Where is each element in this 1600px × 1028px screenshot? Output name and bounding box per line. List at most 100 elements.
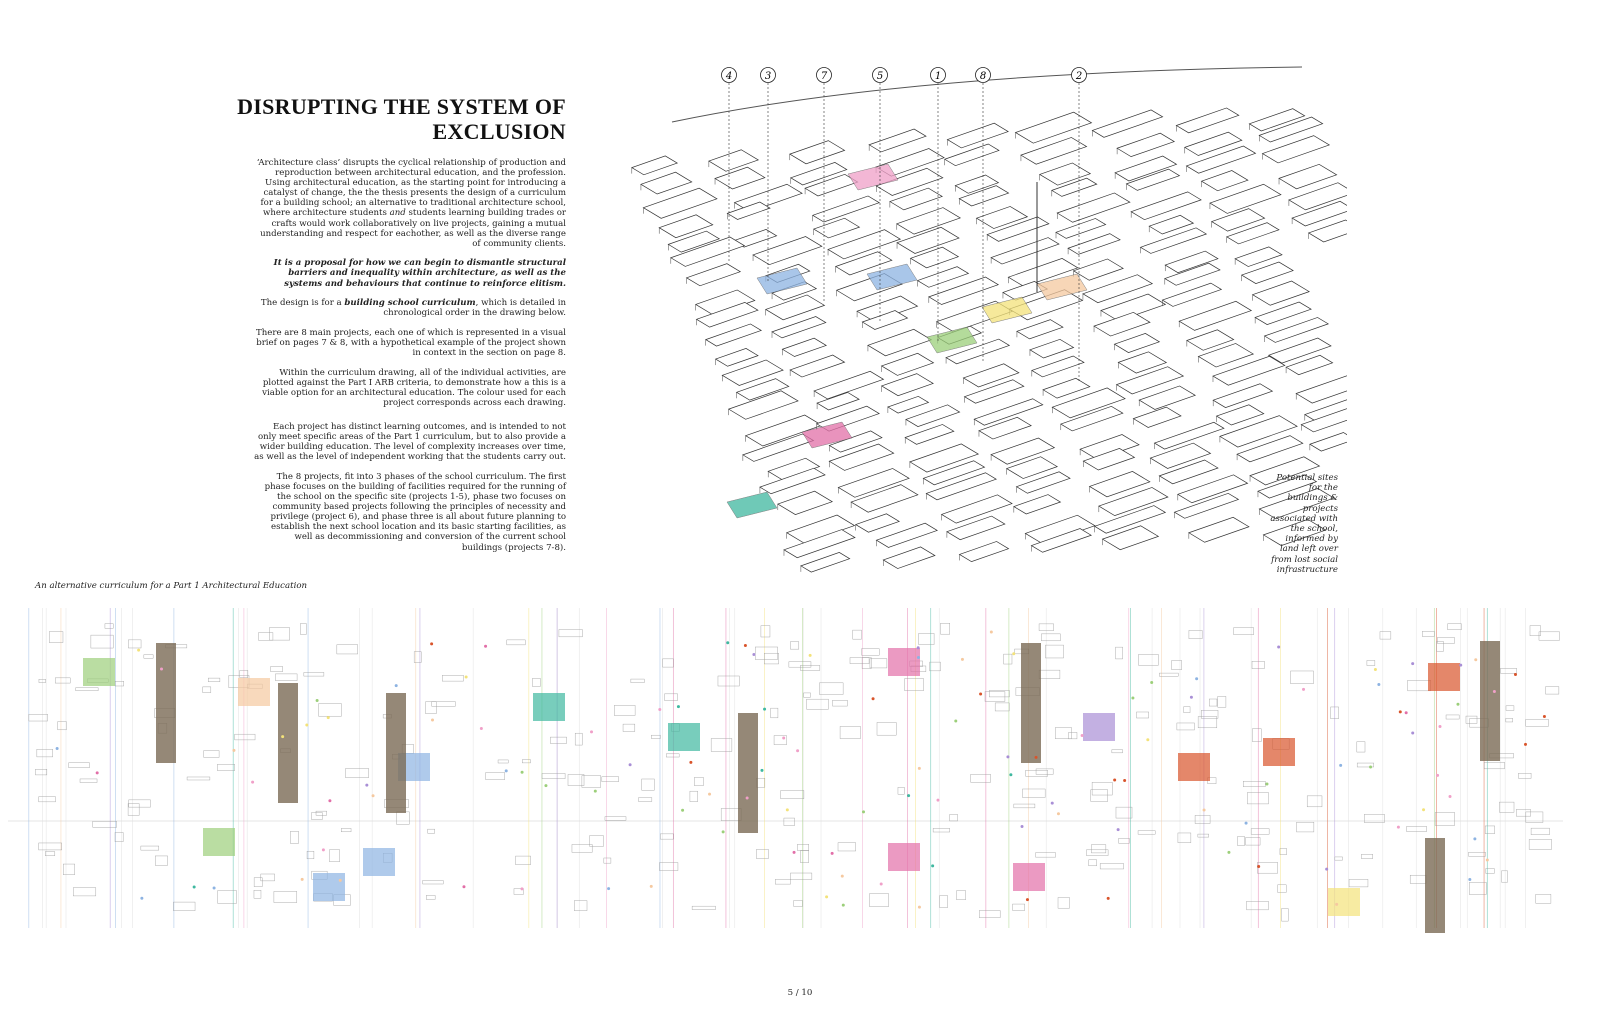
activity-note — [311, 812, 323, 820]
activity-note — [659, 862, 679, 871]
activity-note — [260, 873, 275, 882]
activity-dot — [1325, 867, 1329, 871]
activity-note — [1445, 714, 1460, 720]
building-sketch — [940, 494, 1013, 524]
activity-dot — [232, 748, 236, 752]
building-sketch — [828, 443, 895, 471]
activity-note — [603, 857, 612, 864]
building-sketch — [1186, 329, 1235, 351]
activity-dot — [1123, 779, 1127, 783]
activity-note — [793, 900, 803, 907]
activity-note — [143, 654, 154, 659]
building-sketch — [658, 214, 714, 239]
activity-note — [837, 842, 856, 852]
building-sketch — [978, 416, 1032, 440]
building-sketch — [868, 128, 927, 153]
activity-dot — [590, 730, 594, 734]
activity-note — [1436, 641, 1444, 652]
building-sketch — [1113, 333, 1161, 353]
photo-strip — [386, 693, 406, 813]
activity-note — [1159, 672, 1179, 677]
project-1-site — [847, 163, 899, 191]
activity-note — [710, 738, 733, 752]
activity-note — [1483, 762, 1505, 770]
emphasis: and — [389, 208, 406, 219]
building-sketch — [856, 295, 919, 322]
building-sketch — [1285, 354, 1334, 376]
activity-note — [601, 776, 619, 782]
activity-note — [1045, 644, 1064, 659]
activity-note — [336, 644, 358, 655]
activity-note — [306, 850, 315, 860]
coastline-sketch — [671, 66, 1303, 123]
activity-dot — [328, 799, 332, 803]
activity-dot — [1542, 714, 1546, 718]
activity-note — [691, 905, 716, 910]
building-sketch — [1215, 404, 1265, 426]
building-sketch — [1267, 337, 1332, 364]
building-sketch — [781, 337, 828, 357]
building-sketch — [1263, 317, 1330, 343]
building-sketch — [882, 546, 936, 569]
building-sketch — [1153, 421, 1225, 450]
text: ‘Architecture class’ disrupts the cyclic… — [256, 158, 566, 219]
activity-note — [1306, 795, 1323, 808]
activity-note — [1379, 631, 1392, 640]
activity-note — [614, 705, 636, 716]
activity-note — [275, 673, 298, 681]
activity-dot — [1422, 808, 1426, 812]
activity-dot — [338, 878, 342, 882]
activity-note — [876, 722, 897, 736]
building-sketch — [1013, 494, 1062, 515]
activity-note — [1485, 868, 1495, 874]
activity-note — [1194, 815, 1211, 824]
activity-dot — [1034, 755, 1038, 759]
building-sketch — [1158, 459, 1219, 485]
activity-note — [1296, 821, 1315, 833]
site-marker-2: 2 — [1071, 67, 1087, 382]
activity-note — [217, 764, 235, 771]
photo-strip — [1425, 838, 1445, 933]
activity-note — [1057, 897, 1070, 909]
activity-dot — [1150, 681, 1154, 685]
activity-note — [1529, 625, 1541, 636]
activity-note — [1409, 874, 1427, 884]
activity-note — [104, 623, 114, 629]
site-marker-3: 3 — [760, 67, 776, 282]
activity-note — [1038, 623, 1054, 631]
activity-note — [1406, 826, 1427, 832]
activity-note — [63, 863, 75, 875]
building-sketch — [1079, 434, 1140, 460]
building-sketch — [816, 392, 860, 411]
activity-note — [315, 810, 327, 816]
activity-note — [1197, 716, 1218, 729]
building-sketch — [813, 370, 885, 400]
activity-dot — [1265, 782, 1269, 786]
building-sketch — [1093, 311, 1151, 337]
activity-dot — [1227, 850, 1231, 854]
activity-note — [38, 796, 56, 803]
project-illustration — [533, 693, 565, 721]
building-sketch — [1015, 471, 1071, 494]
curriculum-drawing — [8, 608, 1563, 933]
building-sketch — [963, 379, 1025, 404]
project-illustration — [1178, 753, 1210, 781]
site-marker-8: 8 — [975, 67, 991, 362]
building-sketch — [1091, 109, 1164, 138]
building-sketch — [1014, 111, 1093, 144]
project-illustration — [363, 848, 395, 876]
activity-dot — [782, 736, 786, 740]
marker-circle — [816, 67, 832, 83]
activity-dot — [907, 794, 911, 798]
activity-note — [426, 895, 436, 900]
site-marker-7: 7 — [816, 67, 832, 302]
activity-dot — [840, 874, 844, 878]
building-sketch — [958, 185, 1010, 207]
building-sketch — [1130, 191, 1202, 221]
activity-note — [140, 845, 160, 851]
activity-note — [1505, 705, 1515, 711]
activity-dot — [55, 746, 59, 750]
building-sketch — [1125, 168, 1181, 191]
activity-note — [604, 816, 627, 821]
building-sketch — [735, 378, 790, 401]
